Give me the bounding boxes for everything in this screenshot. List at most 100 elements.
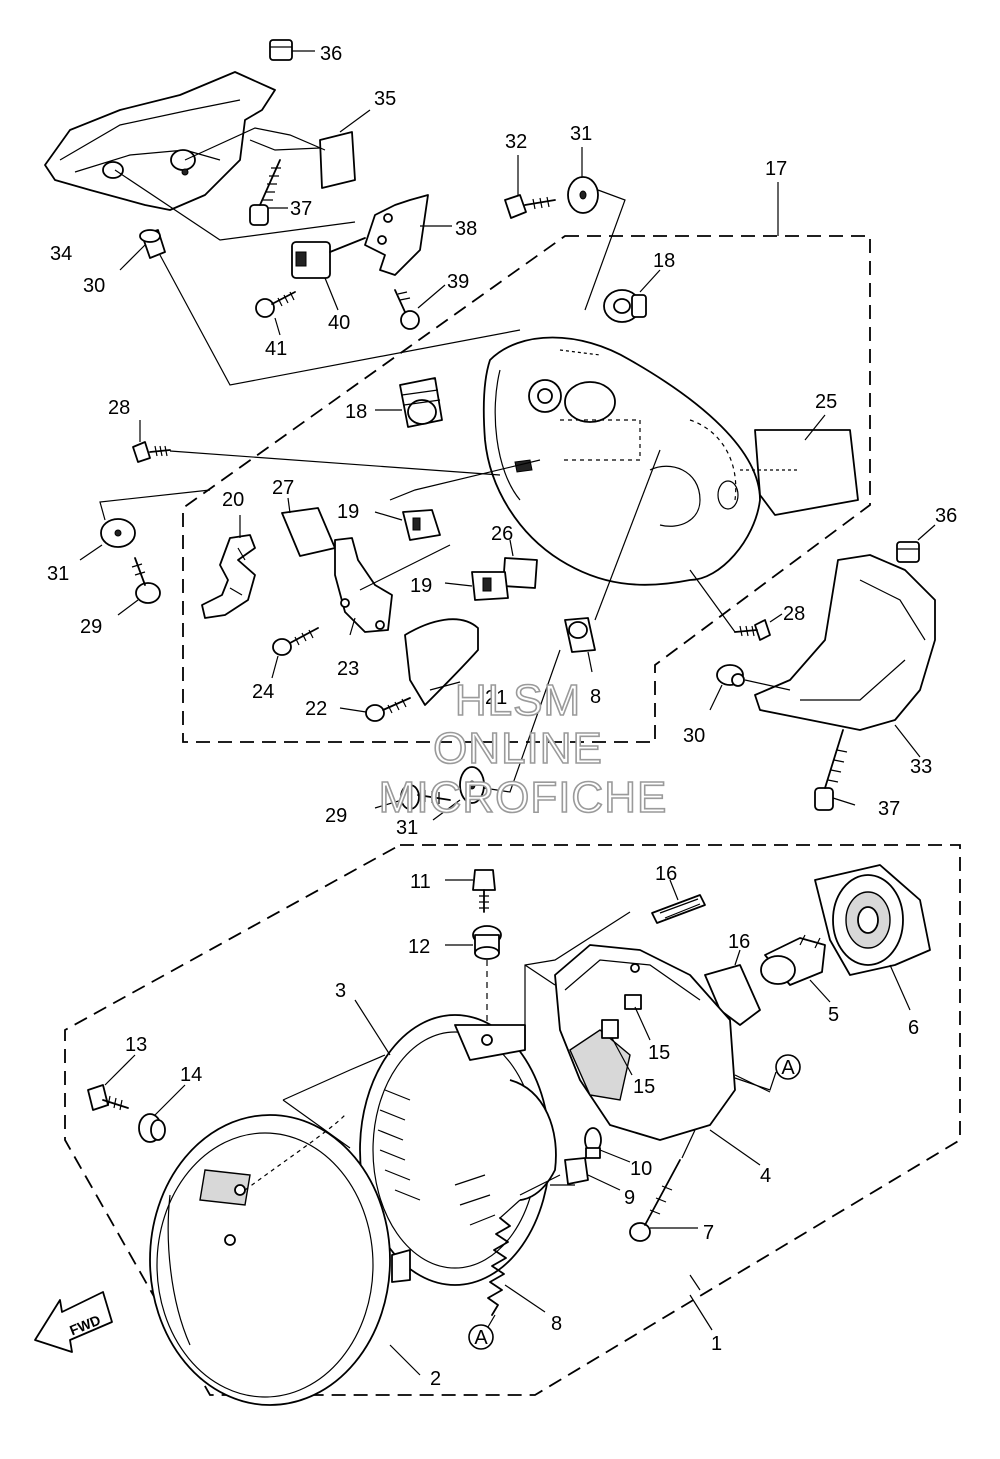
callout-18-left: 18	[345, 401, 367, 423]
tape-part-35	[319, 109, 371, 189]
callout-7: 7	[703, 1222, 714, 1244]
clip-part-16-lower	[704, 949, 761, 1026]
callout-31-top: 31	[570, 123, 592, 145]
callout-3: 3	[335, 980, 346, 1002]
callout-31-left: 31	[47, 563, 69, 585]
assembly-boundaries	[64, 235, 961, 1396]
callout-37-top: 37	[290, 198, 312, 220]
callout-15-lower: 15	[633, 1076, 655, 1098]
clip-part-19-upper	[374, 459, 541, 541]
callout-16-upper: 16	[655, 863, 677, 885]
callout-41: 41	[265, 338, 287, 360]
callout-10: 10	[630, 1158, 652, 1180]
screw-part-28-left	[132, 420, 501, 476]
callout-30-top: 30	[83, 275, 105, 297]
callout-14: 14	[180, 1064, 202, 1086]
headlight-unit-part-3	[354, 999, 557, 1286]
watermark-line-1: HLSM	[455, 676, 581, 725]
connector-a-left-label: A	[474, 1327, 488, 1349]
callout-20: 20	[222, 489, 244, 511]
callout-19-upper: 19	[337, 501, 359, 523]
callout-36-right: 36	[935, 505, 957, 527]
collar-part-30-right	[709, 664, 791, 711]
callout-4: 4	[760, 1165, 771, 1187]
grommet-part-18-right	[603, 269, 661, 323]
callout-16-lower: 16	[728, 931, 750, 953]
callout-13: 13	[125, 1034, 147, 1056]
callout-29-left: 29	[80, 616, 102, 638]
callout-30-right: 30	[683, 725, 705, 747]
screw-part-7	[629, 1129, 698, 1242]
connector-a-left: A	[468, 1314, 496, 1350]
callout-35: 35	[374, 88, 396, 110]
callout-8-lower: 8	[551, 1313, 562, 1335]
screw-part-24	[271, 627, 319, 679]
bulb-part-10	[584, 1127, 631, 1163]
callout-24: 24	[252, 681, 274, 703]
collar-part-30-top	[119, 229, 166, 271]
callout-2: 2	[430, 1368, 441, 1390]
callout-31-bottom: 31	[396, 817, 418, 839]
rim-part-2	[149, 1114, 421, 1406]
callout-6: 6	[908, 1017, 919, 1039]
washer-part-31-top	[567, 147, 626, 311]
callout-33: 33	[910, 756, 932, 778]
washer-part-31-bottom	[432, 649, 561, 821]
callout-28-right: 28	[783, 603, 805, 625]
cover-part-21	[404, 618, 479, 706]
housing-part-4	[554, 944, 771, 1166]
leader-1	[689, 1294, 713, 1331]
callout-8-upper: 8	[590, 686, 601, 708]
callout-18-right: 18	[653, 250, 675, 272]
assembly-lines-bottom	[282, 911, 701, 1291]
watermark-line-3: MICROFICHE	[379, 773, 668, 822]
nut-part-15	[611, 1006, 651, 1076]
fwd-arrow: FWD	[34, 1291, 113, 1353]
callout-21: 21	[485, 687, 507, 709]
callout-labels: 36 35 37 34 30 38 39 40 41 32 31 17 18 1…	[47, 43, 957, 1390]
callout-1: 1	[711, 1333, 722, 1355]
callout-12: 12	[408, 936, 430, 958]
grommet-part-18-bottom	[564, 449, 661, 673]
connector-a-right: A	[734, 1054, 801, 1091]
callout-37-right: 37	[878, 798, 900, 820]
cowling-shell	[482, 336, 761, 586]
socket-part-9	[550, 1157, 621, 1191]
screw-part-13	[87, 1054, 136, 1111]
bracket-part-20	[201, 515, 256, 619]
callout-32: 32	[505, 131, 527, 153]
clip-part-16-upper	[651, 879, 706, 924]
callout-27: 27	[272, 477, 294, 499]
screw-part-29-bottom	[374, 784, 451, 810]
callout-26: 26	[491, 523, 513, 545]
label-part-25	[740, 414, 859, 516]
callout-9: 9	[624, 1187, 635, 1209]
screw-part-37-top	[249, 159, 288, 226]
grommet-part-12	[445, 925, 502, 1025]
callout-34: 34	[50, 243, 72, 265]
sheet-part-27	[281, 497, 336, 557]
callout-11: 11	[410, 871, 431, 893]
bracket-part-38	[364, 194, 452, 276]
callout-29-bottom: 29	[325, 805, 347, 827]
screw-part-11	[445, 869, 496, 913]
callout-40: 40	[328, 312, 350, 334]
spring-part-8	[487, 1199, 546, 1316]
nut-part-36-right	[896, 524, 936, 563]
bulb-cover-part-6	[814, 864, 931, 1011]
bolt-part-32	[504, 155, 556, 219]
cowl-side-left-part-34	[44, 71, 276, 211]
callout-17: 17	[765, 158, 787, 180]
watermark-line-2: ONLINE	[433, 724, 603, 773]
callout-39: 39	[447, 271, 469, 293]
tape-part-26	[502, 539, 538, 589]
clip-part-19-lower	[444, 571, 509, 601]
callout-25: 25	[815, 391, 837, 413]
screw-part-41	[255, 291, 296, 336]
callout-36-top: 36	[320, 43, 342, 65]
callout-19-lower: 19	[410, 575, 432, 597]
watermark: HLSM ONLINE MICROFICHE	[378, 675, 668, 823]
callout-38: 38	[455, 218, 477, 240]
screw-part-29-left	[117, 557, 161, 616]
